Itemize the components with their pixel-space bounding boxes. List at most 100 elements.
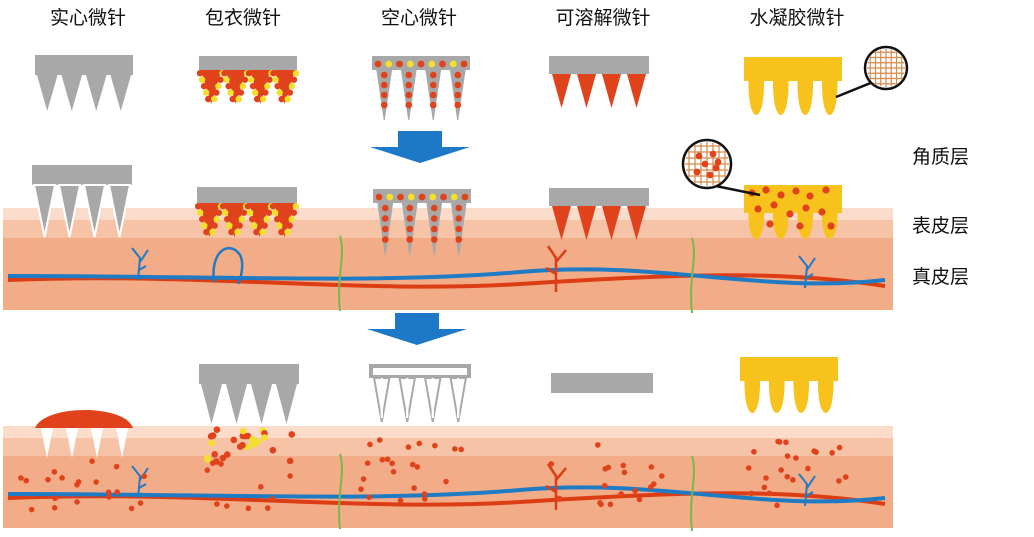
drug-dot xyxy=(452,446,458,452)
coating-dot xyxy=(253,228,260,236)
drug-dot xyxy=(366,494,373,501)
drug-dot xyxy=(714,158,722,166)
coating-dot xyxy=(278,95,285,103)
coating-dot xyxy=(244,203,252,210)
needle-base xyxy=(35,55,133,75)
title-coated: 包衣微针 xyxy=(204,7,282,29)
coating-dot xyxy=(211,222,218,229)
needle-base xyxy=(199,56,297,70)
drug-dot xyxy=(762,186,770,194)
coating-dot xyxy=(215,82,222,90)
drug-dot xyxy=(288,431,296,438)
hydrogel-body xyxy=(740,357,838,413)
coating-dot xyxy=(226,222,233,229)
coating-dot xyxy=(249,82,257,90)
drug-dot xyxy=(360,476,367,482)
drug-dot xyxy=(381,215,389,222)
coating-dot xyxy=(196,70,204,77)
drug-dot xyxy=(449,60,457,68)
hair-strand xyxy=(690,455,695,532)
coating-dot xyxy=(234,228,241,236)
drug-dot xyxy=(701,160,709,168)
drug-dot xyxy=(416,440,423,447)
coated-needle-row3 xyxy=(199,364,299,424)
lens-row1 xyxy=(835,45,909,99)
drug-dot xyxy=(74,499,80,505)
drug-dot xyxy=(405,71,413,79)
hollow-needle-row1 xyxy=(372,56,470,121)
drug-dot xyxy=(776,439,783,445)
hydrogel-needle-row2 xyxy=(744,185,842,239)
coating-dot xyxy=(286,89,294,96)
drug-dot xyxy=(836,478,842,484)
coating-dot xyxy=(237,89,245,96)
drug-dot xyxy=(23,477,29,484)
drug-dot xyxy=(414,464,421,470)
drug-dot xyxy=(455,204,463,212)
coating-dot xyxy=(259,228,266,236)
coating-dot xyxy=(194,203,202,210)
drug-dot xyxy=(454,71,462,79)
vein-line xyxy=(7,267,886,286)
drug-dot xyxy=(695,152,703,160)
drug-dot xyxy=(430,204,438,212)
drug-dot xyxy=(379,456,386,463)
drug-dot xyxy=(386,193,394,201)
drug-dot xyxy=(766,490,773,497)
coating-dot xyxy=(215,209,223,216)
coating-dot xyxy=(213,215,220,223)
drug-dot xyxy=(751,448,757,455)
drug-dot xyxy=(792,187,800,195)
coating-dot xyxy=(249,215,256,223)
drug-dot xyxy=(405,444,412,450)
drug-dot xyxy=(141,473,147,480)
needle-tip xyxy=(57,184,82,238)
coating-dot xyxy=(198,76,206,83)
drug-dot xyxy=(28,506,35,513)
coating-dot xyxy=(223,76,230,83)
needle-tip xyxy=(577,206,596,240)
drug-dot xyxy=(548,461,555,467)
coating-dot xyxy=(240,209,248,216)
drug-dot xyxy=(429,71,437,79)
drug-dot xyxy=(461,193,469,201)
drug-dot xyxy=(827,222,835,230)
drug-dot xyxy=(748,490,755,497)
needle-base xyxy=(197,187,297,203)
dissolving-base-row3 xyxy=(551,373,653,393)
drug-dot xyxy=(454,91,462,99)
vein-line xyxy=(7,485,886,504)
capillary-tree xyxy=(798,255,816,289)
drug-dot xyxy=(429,91,437,99)
drug-dot xyxy=(455,236,463,243)
coating-dot xyxy=(227,89,234,96)
drug-dot xyxy=(397,193,404,201)
drug-dot xyxy=(784,453,791,459)
drug-dot xyxy=(556,495,563,502)
drug-dot xyxy=(429,193,437,201)
drug-dot xyxy=(818,208,826,216)
needle-tip xyxy=(36,75,58,111)
needle-tip xyxy=(627,74,646,108)
title-dissolving: 可溶解微针 xyxy=(555,7,651,29)
drug-dot xyxy=(380,71,388,79)
coating-dot xyxy=(205,95,212,103)
drug-dot xyxy=(430,215,438,222)
drug-dot xyxy=(45,476,51,483)
label-epidermis: 表皮层 xyxy=(912,215,970,237)
coating-dot xyxy=(265,209,273,216)
drug-dot xyxy=(245,505,252,512)
drug-dot xyxy=(761,484,768,491)
coating-dot xyxy=(260,95,267,103)
drug-dot xyxy=(59,475,65,481)
drug-dot xyxy=(407,193,415,201)
lens-pointer xyxy=(835,81,872,99)
coating-dot xyxy=(288,215,295,223)
coating-dot xyxy=(199,215,206,223)
needle-tip xyxy=(552,206,571,240)
coating-dot xyxy=(203,228,210,236)
coating-dot xyxy=(263,215,270,223)
drug-dot xyxy=(239,427,247,435)
drug-dot xyxy=(429,101,437,109)
drug-dot xyxy=(430,236,438,243)
